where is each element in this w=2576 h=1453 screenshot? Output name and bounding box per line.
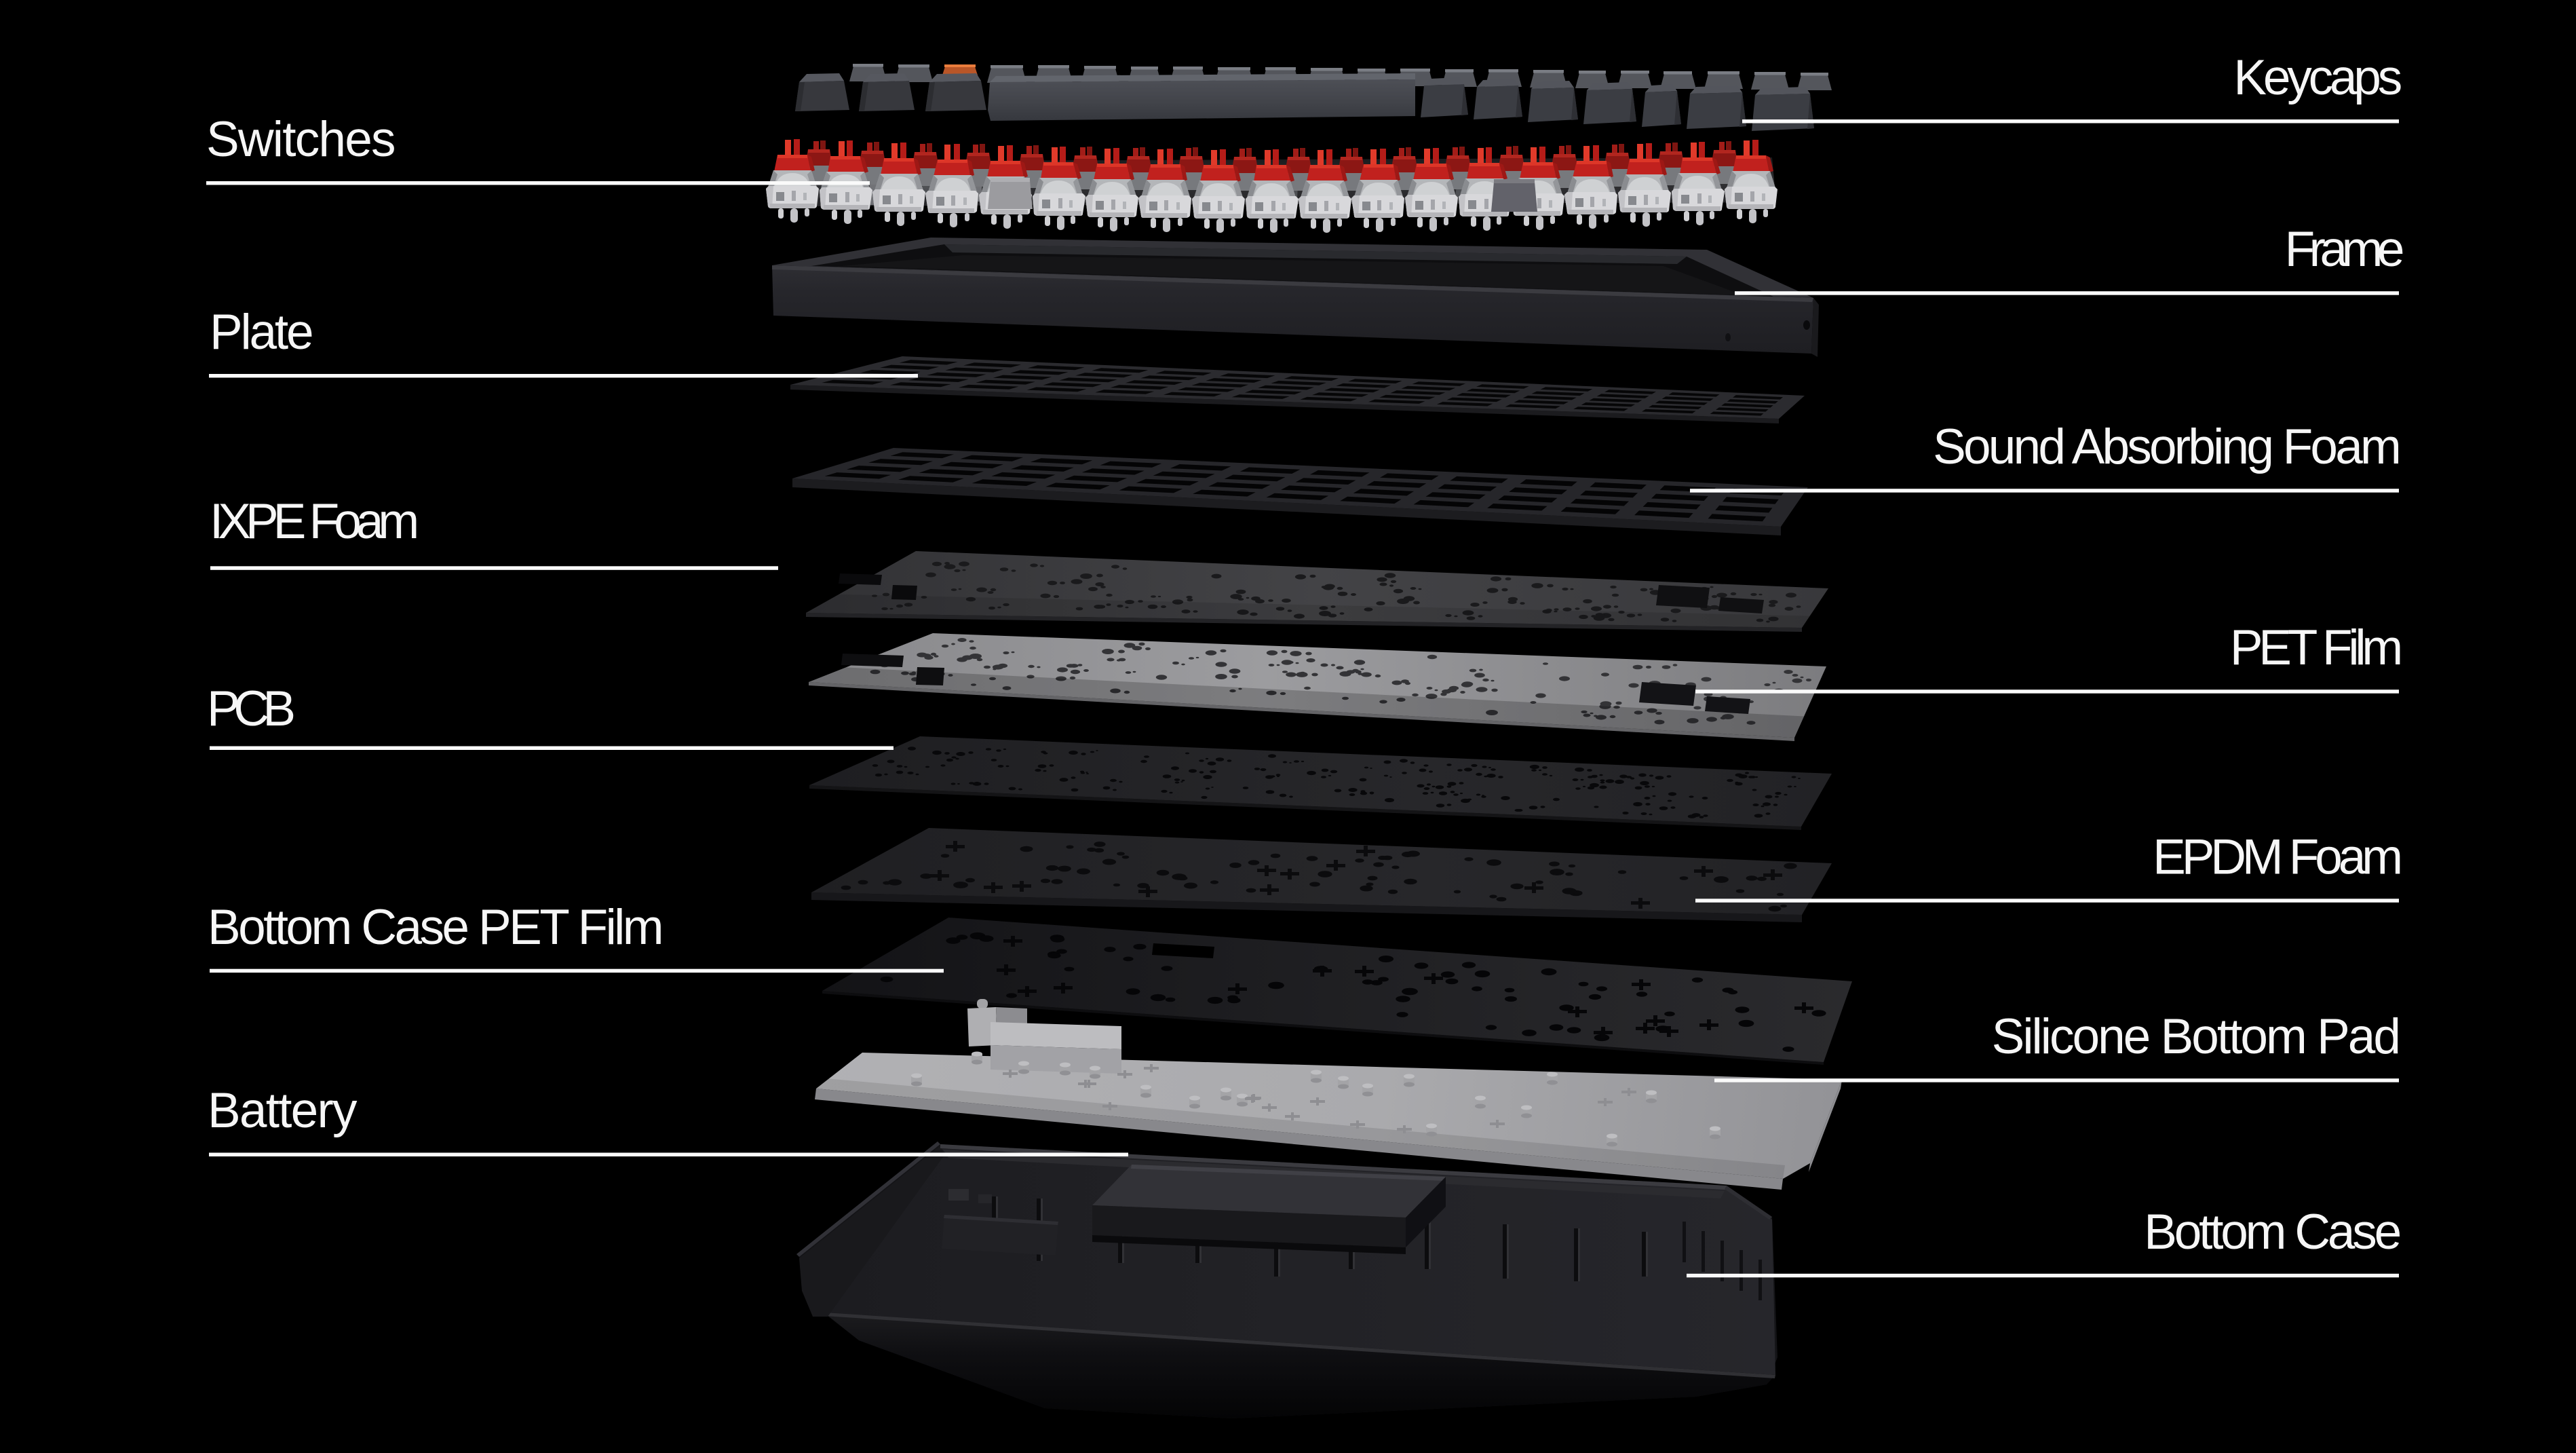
svg-text:Battery: Battery — [208, 1083, 358, 1138]
svg-text:Bottom Case: Bottom Case — [2144, 1205, 2400, 1260]
svg-text:PET Film: PET Film — [2230, 620, 2400, 675]
svg-text:IXPE Foam: IXPE Foam — [210, 494, 416, 549]
svg-text:Sound Absorbing Foam: Sound Absorbing Foam — [1933, 419, 2399, 474]
svg-text:Switches: Switches — [206, 112, 395, 167]
svg-text:Plate: Plate — [210, 305, 312, 360]
svg-text:Silicone Bottom Pad: Silicone Bottom Pad — [1992, 1009, 2399, 1064]
svg-text:Frame: Frame — [2285, 222, 2403, 277]
svg-text:PCB: PCB — [207, 681, 293, 736]
svg-text:Bottom Case PET Film: Bottom Case PET Film — [208, 900, 661, 955]
svg-text:EPDM Foam: EPDM Foam — [2153, 830, 2400, 885]
svg-text:Keycaps: Keycaps — [2233, 50, 2400, 105]
